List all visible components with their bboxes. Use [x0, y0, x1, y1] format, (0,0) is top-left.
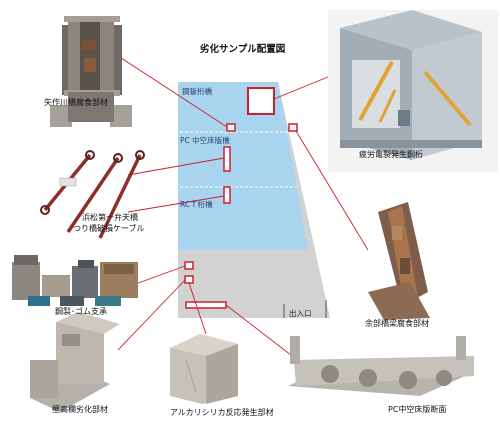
leader-lines — [111, 51, 369, 363]
zone-label-rct-girder: RCＴ桁橋 — [180, 200, 213, 209]
marker-bearing — [184, 261, 194, 270]
leader-balustrade — [117, 279, 186, 351]
marker-surplus — [288, 123, 298, 132]
photo-fatigue-girder — [328, 10, 498, 172]
leader-surplus — [295, 130, 369, 251]
label-hamamatsu-1: 浜松第一弁天橋 — [82, 213, 138, 222]
label-bearing: 鋼製･ゴム支承 — [55, 307, 107, 316]
bridge-zone — [178, 82, 308, 250]
entrance-label: 出入口 — [289, 309, 312, 318]
label-surplus: 余部橋梁腐食部材 — [365, 319, 429, 328]
leader-hamamatsu-1 — [127, 157, 225, 176]
marker-pc-section — [185, 301, 227, 309]
marker-balustrade — [184, 275, 194, 284]
photo-balustrade-block — [30, 312, 120, 412]
photo-asr-block — [170, 334, 238, 404]
label-fatigue: 疲労亀裂発生鋼桁 — [359, 150, 423, 159]
photo-yahagi-girder — [50, 16, 132, 127]
label-asr: アルカリシリカ反応発生部材 — [170, 408, 274, 417]
marker-hamamatsu-1 — [223, 146, 231, 172]
marker-fatigue-girder — [247, 87, 275, 115]
leader-hamamatsu-2 — [127, 195, 225, 213]
leader-asr — [188, 282, 207, 335]
zone-label-pc-slab: PC 中空床版橋 — [180, 136, 230, 145]
diagram-title: 劣化サンプル配置図 — [200, 44, 286, 55]
label-pc-section: PC中空床版断面 — [388, 405, 447, 414]
photo-hamamatsu-cable — [40, 150, 145, 239]
photo-bearings — [12, 255, 138, 306]
label-hamamatsu-2: つり橋破損ケーブル — [73, 224, 145, 233]
zone-label-steel-girder: 鋼鈑桁橋 — [182, 87, 212, 96]
marker-yahagi — [226, 123, 236, 132]
photo-pc-slab-section — [288, 336, 474, 396]
label-yahagi: 矢作川橋腐食部材 — [44, 98, 108, 107]
label-balustrade: 壁高欄劣化部材 — [52, 405, 108, 414]
leader-bearing — [129, 265, 186, 287]
photo-amarube-member — [368, 202, 430, 320]
leader-yahagi — [111, 51, 228, 128]
marker-hamamatsu-2 — [223, 186, 231, 204]
leader-pc-section — [225, 304, 301, 363]
